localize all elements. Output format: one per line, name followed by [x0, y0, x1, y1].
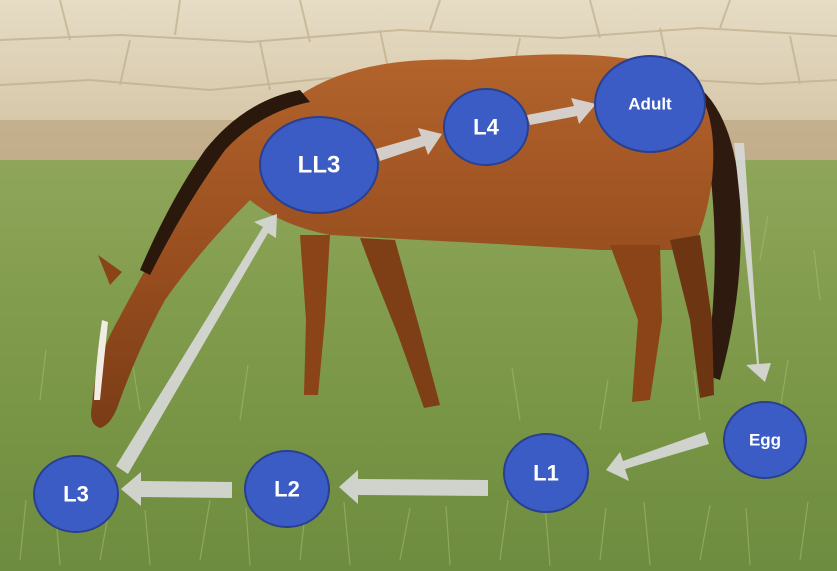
- node-l3-label: L3: [63, 482, 89, 507]
- node-l1-label: L1: [533, 461, 559, 486]
- node-ll3: LL3: [260, 117, 378, 213]
- node-l4-label: L4: [473, 115, 499, 140]
- node-l2: L2: [245, 451, 329, 527]
- node-l2-label: L2: [274, 477, 300, 502]
- node-ll3-label: LL3: [298, 152, 341, 179]
- node-l4: L4: [444, 89, 528, 165]
- node-l1: L1: [504, 434, 588, 512]
- node-adult-label: Adult: [628, 95, 672, 114]
- node-egg-label: Egg: [749, 431, 781, 450]
- node-adult: Adult: [595, 56, 705, 152]
- node-egg: Egg: [724, 402, 806, 478]
- node-l3: L3: [34, 456, 118, 532]
